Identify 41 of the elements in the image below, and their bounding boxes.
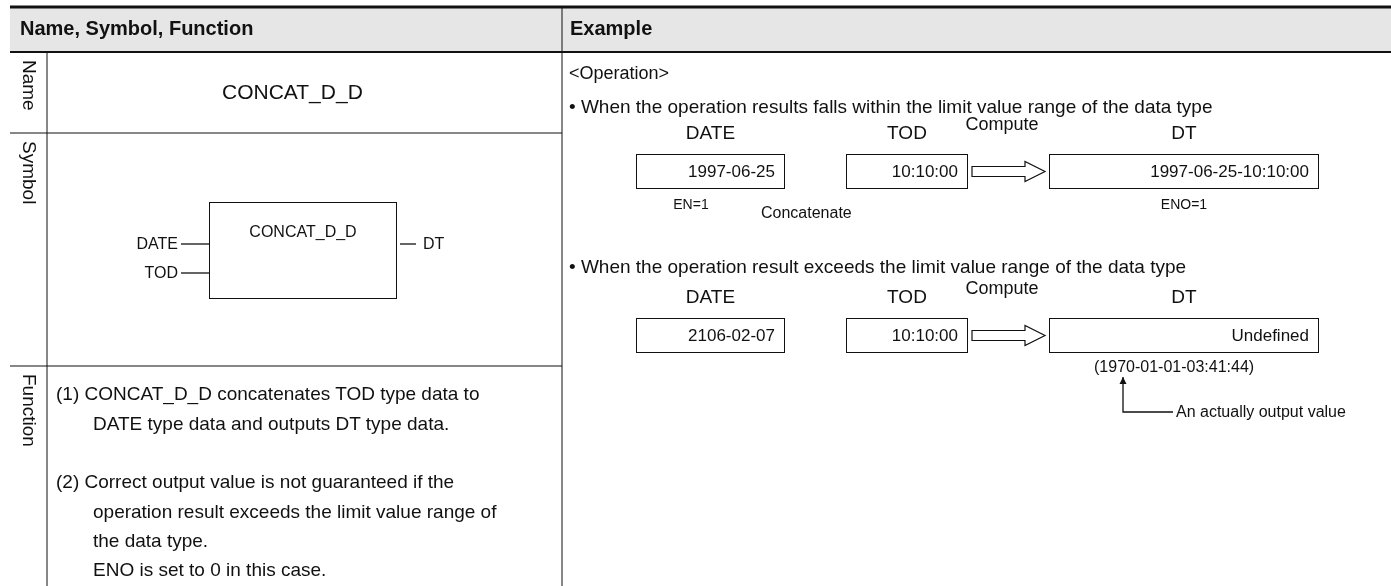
value-box: 1997-06-25: [636, 154, 785, 189]
column-heading: TOD: [886, 122, 928, 144]
row-heading: Function: [18, 374, 40, 447]
flag-label: ENO=1: [1159, 196, 1209, 212]
pin-label: TOD: [144, 264, 178, 282]
column-heading: DATE: [684, 286, 737, 308]
block-arrow: [971, 324, 1047, 347]
function-block: CONCAT_D_D: [209, 202, 397, 299]
row-heading: Name: [18, 60, 40, 111]
name-text: CONCAT_D_D: [222, 80, 363, 104]
edge-label: Compute: [965, 278, 1039, 299]
example-condition: • When the operation result exceeds the limit value range of the data type: [569, 256, 1187, 278]
row-heading: Symbol: [18, 141, 40, 205]
block-arrow: [971, 160, 1047, 183]
header-text: Name, Symbol, Function: [20, 17, 254, 40]
connection-line: [180, 243, 210, 245]
column-heading: DATE: [684, 122, 737, 144]
flag-label: EN=1: [672, 196, 710, 212]
leader-line: [1119, 376, 1174, 413]
annotation-text: An actually output value: [1176, 403, 1346, 421]
pin-label: DT: [423, 235, 445, 253]
output-value-text: (1970-01-01-03:41:44): [1094, 358, 1255, 376]
edge-label: Compute: [965, 114, 1039, 135]
pin-label: DATE: [136, 235, 178, 253]
connection-line: [399, 243, 417, 245]
operation-label: Concatenate: [761, 204, 852, 222]
connection-line: [180, 272, 210, 274]
value-box: 10:10:00: [846, 154, 968, 189]
value-box: 2106-02-07: [636, 318, 785, 353]
column-heading: DT: [1170, 122, 1198, 144]
header-text: Example: [570, 17, 653, 40]
value-box: 1997-06-25-10:10:00: [1049, 154, 1319, 189]
value-box: Undefined: [1049, 318, 1319, 353]
column-heading: DT: [1170, 286, 1198, 308]
column-heading: TOD: [886, 286, 928, 308]
function-description: (2) Correct output value is not guaranteed if the operation result exceeds the limit value range of the data type.: [56, 470, 498, 553]
section-heading: <Operation>: [569, 63, 670, 84]
function-description: (1) CONCAT_D_D concatenates TOD type data to DATE type data and outputs DT type data.: [56, 382, 481, 436]
value-box: 10:10:00: [846, 318, 968, 353]
function-description: ENO is set to 0 in this case.: [93, 558, 327, 582]
example-condition: • When the operation results falls within the limit value range of the data type: [569, 96, 1213, 117]
